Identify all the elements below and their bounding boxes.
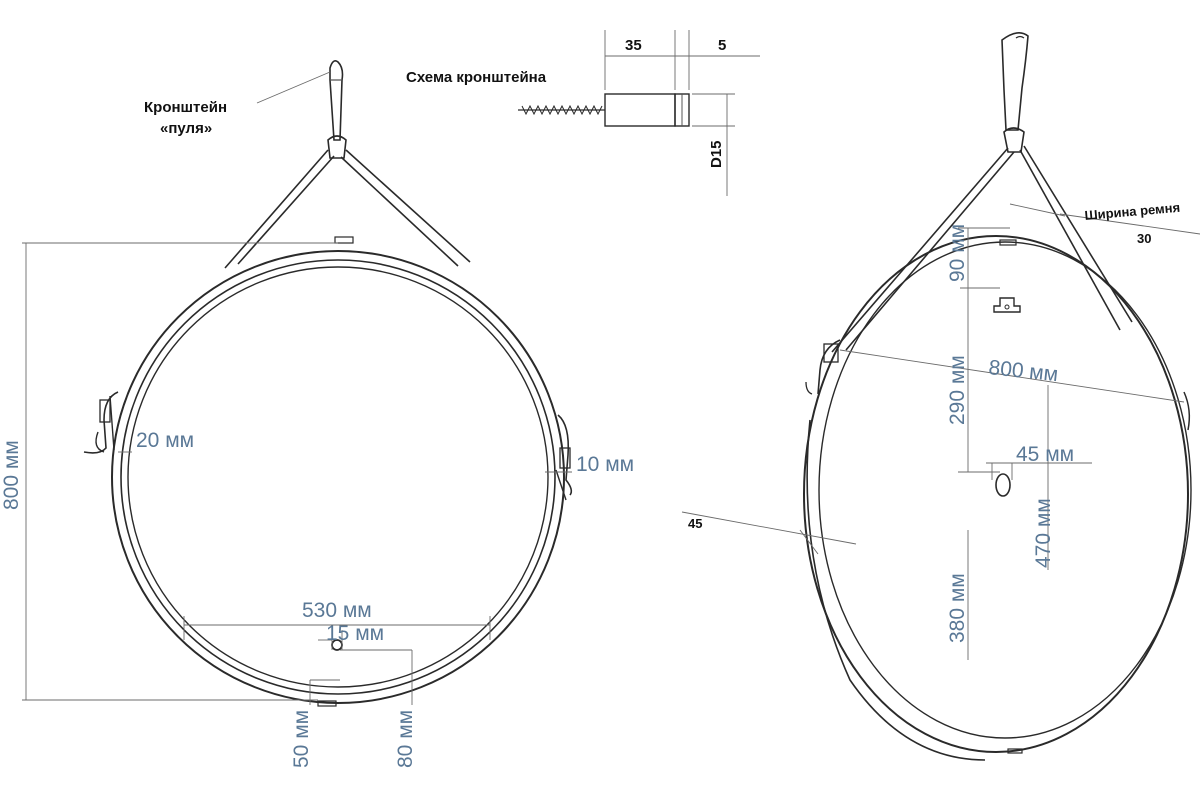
side-dim-45: 45 мм bbox=[1016, 443, 1074, 466]
side-dim-470: 470 мм bbox=[1032, 498, 1055, 568]
mount-plate-icon bbox=[993, 297, 1021, 313]
bracket-scheme-title: Схема кронштейна bbox=[406, 69, 547, 86]
top-tab bbox=[334, 236, 354, 244]
side-bottom-tab bbox=[1007, 748, 1023, 754]
side-strap-right-b bbox=[1023, 145, 1133, 323]
side-strap-right-a bbox=[1019, 149, 1121, 331]
side-dim-290: 290 мм bbox=[946, 355, 969, 425]
dim-bottom-50: 50 мм bbox=[290, 710, 313, 768]
screw-icon bbox=[518, 104, 605, 116]
strap-right-inner bbox=[340, 156, 459, 267]
mirror-glass-edge bbox=[127, 266, 549, 688]
bracket-dim-5: 5 bbox=[718, 37, 726, 54]
dim-frame-10: 10 мм bbox=[576, 453, 634, 476]
side-strap-left-a bbox=[831, 147, 1009, 353]
dim-height-800: 800 мм bbox=[0, 440, 23, 510]
bracket-name-line1: Кронштейн bbox=[144, 99, 227, 116]
side-right-buckle-icon bbox=[1183, 391, 1191, 431]
hook-icon bbox=[1001, 32, 1029, 131]
bracket-dim-35: 35 bbox=[625, 37, 642, 54]
side-left-buckle-icon bbox=[805, 339, 841, 395]
mirror-frame-strap-line bbox=[120, 259, 556, 695]
side-hanging-hole bbox=[995, 473, 1011, 497]
side-view: Ширина ремня 30 45 800 мм 90 мм 290 мм 3… bbox=[681, 32, 1200, 761]
bracket-name-line2: «пуля» bbox=[160, 120, 212, 137]
bullet-body bbox=[604, 93, 676, 127]
side-strap-knot bbox=[1003, 127, 1025, 153]
strap-left-outer bbox=[224, 149, 329, 269]
bracket-dim-d15: D15 bbox=[708, 140, 725, 168]
side-mirror-inner bbox=[818, 241, 1192, 739]
angle-45-label: 45 bbox=[688, 516, 702, 531]
dim-inner-530: 530 мм bbox=[302, 599, 372, 622]
bracket-scheme: Схема кронштейна 35 5 D15 bbox=[406, 30, 760, 196]
side-strap-left-b bbox=[845, 151, 1015, 351]
front-view: 800 мм 20 мм 10 мм 530 мм 15 мм 50 мм 80… bbox=[0, 60, 634, 768]
side-frame-thickness bbox=[806, 419, 986, 761]
bottom-tab bbox=[317, 700, 337, 707]
strap-knot bbox=[327, 135, 347, 159]
dim-belt-20: 20 мм bbox=[136, 429, 194, 452]
right-buckle-icon bbox=[555, 414, 573, 501]
strap-left-inner bbox=[237, 155, 335, 265]
mirror-frame-outer bbox=[111, 250, 565, 704]
bullet-bracket-icon bbox=[329, 60, 344, 141]
dim-bottom-80: 80 мм bbox=[394, 710, 417, 768]
side-dim-90: 90 мм bbox=[946, 224, 969, 282]
dim-hole-15: 15 мм bbox=[326, 622, 384, 645]
left-buckle-icon bbox=[83, 391, 119, 454]
belt-width-label: Ширина ремня bbox=[1084, 200, 1181, 223]
side-mirror-outer bbox=[803, 235, 1189, 753]
side-dim-380: 380 мм bbox=[946, 573, 969, 643]
belt-width-value: 30 bbox=[1137, 231, 1151, 246]
side-top-tab bbox=[999, 239, 1017, 246]
strap-right-outer bbox=[345, 149, 471, 263]
side-dim-800: 800 мм bbox=[987, 356, 1059, 386]
